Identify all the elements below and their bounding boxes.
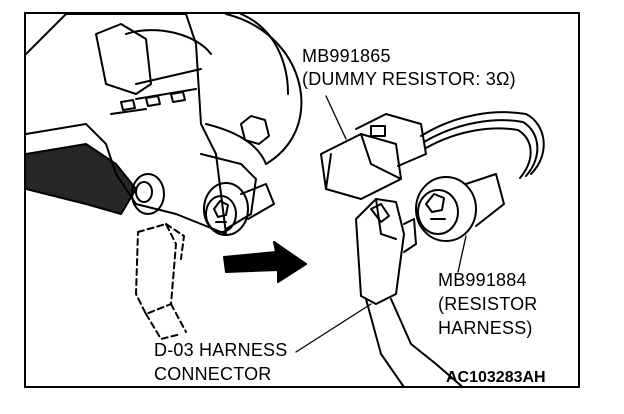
harness-connector-label-line2: CONNECTOR — [154, 364, 272, 384]
harness-side-connector — [355, 198, 463, 386]
resistor-harness-connector — [415, 173, 505, 242]
resistor-harness-wires — [420, 111, 545, 179]
resistor-harness-label-line2: (RESISTOR — [438, 294, 538, 314]
resistor-harness-label-line3: HARNESS) — [438, 318, 533, 338]
figure-code: AC103283AH — [446, 369, 546, 386]
clock-spring-drum — [200, 14, 303, 230]
resistor-harness-part-number: MB991884 — [438, 270, 527, 290]
dummy-resistor-part-number: MB991865 — [302, 46, 391, 66]
connector-illustration — [26, 14, 545, 386]
diagram-frame: MB991865 (DUMMY RESISTOR: 3Ω) MB991884 (… — [24, 12, 580, 388]
leader-lines — [295, 95, 467, 353]
vehicle-side-connector — [203, 182, 275, 236]
direction-arrow — [223, 241, 307, 283]
steering-column-housing — [26, 14, 227, 235]
dummy-resistor-body — [320, 113, 427, 200]
d03-connector-outline — [135, 223, 187, 340]
dummy-resistor-description: (DUMMY RESISTOR: 3Ω) — [302, 69, 516, 89]
harness-connector-label-line1: D-03 HARNESS — [154, 340, 288, 360]
